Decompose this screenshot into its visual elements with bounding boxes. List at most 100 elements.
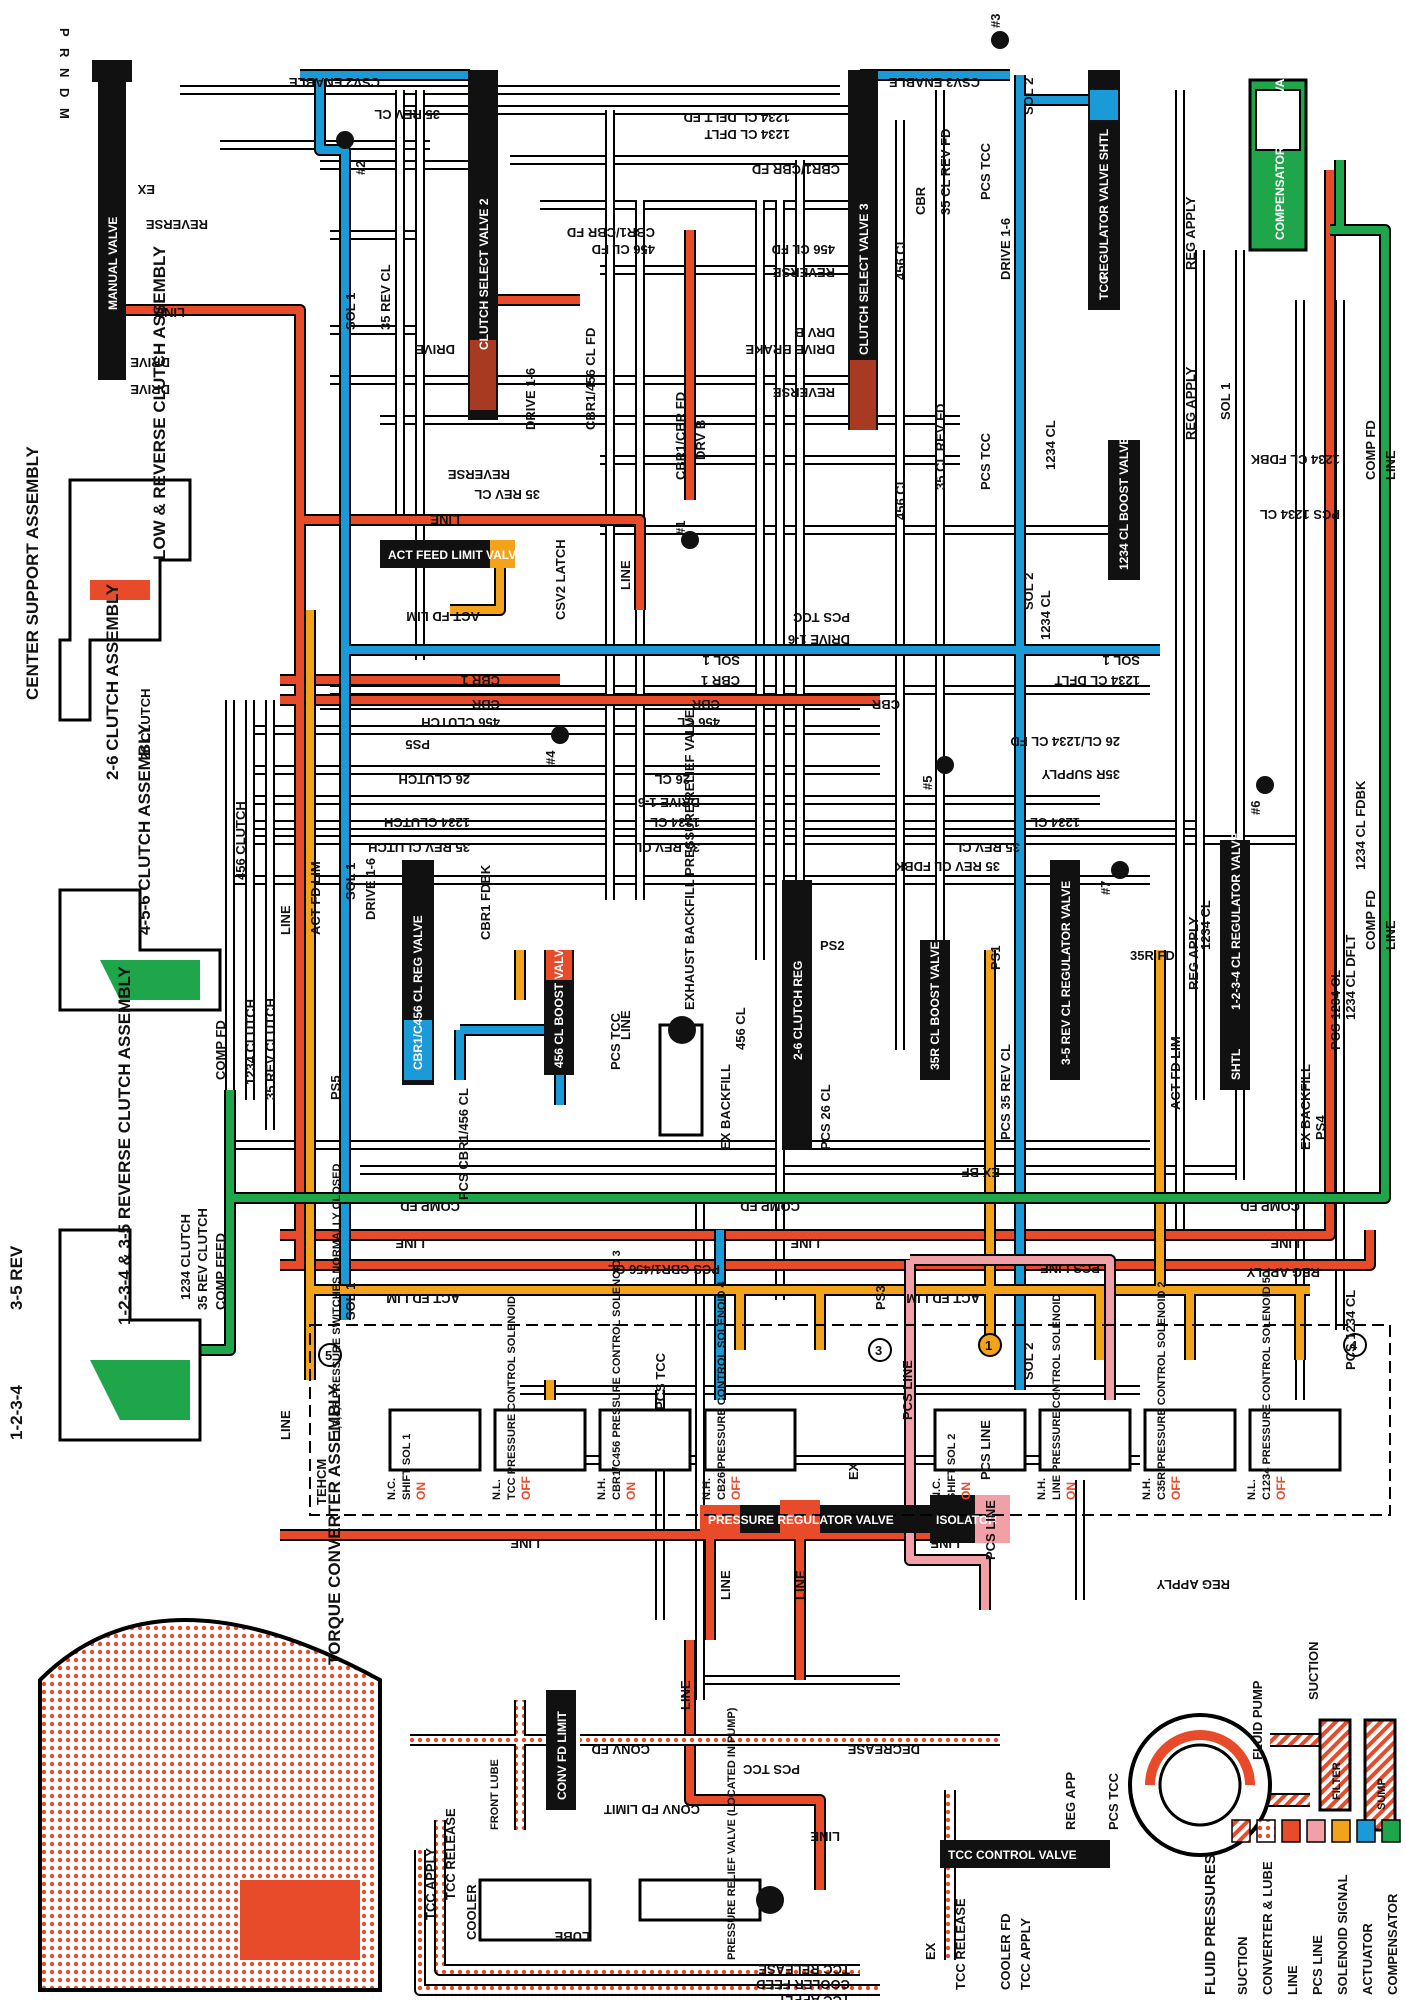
checkball-label-1: #1 [673, 521, 688, 535]
lbl-line-v2: LINE [1383, 920, 1398, 950]
manual-valve-handle[interactable] [92, 60, 132, 82]
reg-1234-valve[interactable] [1220, 840, 1250, 1090]
lbl-comp-fd-3: COMP FD [1240, 1199, 1300, 1214]
lbl-rev-cl-35: 35 REV CL [374, 107, 440, 122]
lbl-pcs-tcc: PCS TCC [792, 610, 850, 625]
solenoid-4-name: CB26 PRESSURE CONTROL SOLENOID 4 [716, 1281, 728, 1500]
solenoid-7-nc: N.H. [1141, 1478, 1153, 1500]
valve-bodies [92, 60, 1397, 1942]
lbl-1234-clutch-v2: 1234 CLUTCH [178, 1214, 193, 1300]
legend-item-suction: SUCTION [1235, 1937, 1250, 1996]
lbl-act-fd-lim-v2: ACT FD LIM [1168, 1036, 1183, 1110]
lbl-sol1-v4: SOL 1 [343, 1283, 358, 1320]
tcc-label: TCC [1097, 275, 1111, 300]
lbl-pcs-1234: PCS 1234 CL [1260, 507, 1340, 522]
lbl-drive-16-v: DRIVE 1-6 [998, 218, 1013, 280]
lbl-1234-cl-v3: 1234 CL [1043, 420, 1058, 470]
lbl-cl-dflt-2: 1234 CL DFLT [1054, 673, 1140, 688]
lbl-pcs-line-v2: PCS LINE [983, 1500, 998, 1560]
checkball-2 [336, 131, 354, 149]
lbl-35-cl-rev-fd-v2: 35 CL REV FD [933, 404, 948, 490]
csv3-label: CLUTCH SELECT VALVE 3 [857, 203, 871, 355]
c1234-label: 1-2-3-4 [7, 1385, 26, 1440]
exhaust-backfill-label: EXHAUST BACKFILL PRESSURE RELIEF VALVE [682, 709, 697, 1010]
legend-swatch-line [1281, 1819, 1301, 1843]
pressure-switch-markers [318, 1333, 1367, 1367]
lbl-cbr1-cbr-fd-v: CBR1/CBR FD [673, 392, 688, 480]
legend-item-solenoid: SOLENOID SIGNAL [1335, 1874, 1350, 1995]
legend-item-actuator: ACTUATOR [1360, 1923, 1375, 1995]
clutch-456-label: 4-5-6 CLUTCH ASSEMBLY [135, 723, 154, 935]
lbl-456-cl-v3: 456 CL [733, 1007, 748, 1050]
solenoid-5-name: SHIFT SOL 2 [946, 1434, 958, 1500]
rev-reg-35-valve[interactable] [1050, 860, 1080, 1080]
lbl-sol1-2: SOL 1 [1103, 653, 1140, 668]
lbl-pcs-cbr1-456: PCS CBR1/456 CL [608, 1262, 720, 1277]
lbl-line-v6: LINE [278, 1410, 293, 1440]
solenoid-6-name: LINE PRESSURE CONTROL SOLENOID [1051, 1294, 1063, 1500]
lbl-ex-bf: EX BF [962, 1165, 1000, 1180]
lbl-pcs-line-v3: PCS LINE [978, 1420, 993, 1480]
lbl-ex-tcc: EX [923, 1942, 938, 1960]
lbl-reg-apply-v3: REG APPLY [1186, 916, 1201, 990]
lbl-cbr-v: CBR [913, 186, 928, 215]
lbl-26-clutch: 26 CLUTCH [398, 772, 470, 787]
pressure-reg-label: PRESSURE REGULATOR VALVE [708, 1513, 894, 1527]
lbl-drive-16-v3: DRIVE 1-6 [363, 858, 378, 920]
range-m: M [57, 108, 72, 119]
boost-35r-valve[interactable] [920, 940, 950, 1080]
conv-fd-limit-valve[interactable] [546, 1690, 576, 1810]
clutch-reg-26-valve[interactable] [782, 880, 812, 1150]
center-support-label: CENTER SUPPORT ASSEMBLY [23, 446, 42, 700]
solenoid-5-state: ON [959, 1482, 973, 1500]
torque-converter-label: TORQUE CONVERTER ASSEMBLY [325, 1383, 344, 1665]
lbl-ps5-v: PS5 [328, 1075, 343, 1100]
pressure-relief-valve[interactable] [638, 1878, 762, 1922]
lbl-35-cl-rev-fd-v: 35 CL REV FD [938, 129, 953, 215]
solenoid-1-name: SHIFT SOL 1 [401, 1434, 413, 1500]
manual-valve[interactable] [98, 60, 126, 380]
lbl-35-rev-cl-3: 35 REV CL [474, 487, 540, 502]
checkball-3 [991, 31, 1009, 49]
checkball-6 [1256, 776, 1274, 794]
lbl-line-6: LINE [510, 1536, 540, 1551]
reg-1234-label: 1-2-3-4 CL REGULATOR VALVE [1229, 832, 1243, 1010]
lbl-line-v4: LINE [618, 1010, 633, 1040]
tehcm-label: TEHCM [314, 1459, 329, 1505]
lbl-tcc-release-v2: TCC RELEASE [953, 1898, 968, 1990]
lbl-pcs-cbr1-456-v: PCS CBR1/456 CL [456, 1088, 471, 1200]
lbl-cl-dflt: 1234 CL DFLT [704, 127, 790, 142]
switch-number-3: 3 [875, 1343, 882, 1358]
lbl-ex-backfill-v2: EX BACKFILL [718, 1064, 733, 1150]
lbl-456-cl-v2: 456 CL [893, 477, 908, 520]
boost-1234-valve[interactable] [1108, 440, 1140, 580]
solenoid-1-state: ON [414, 1482, 428, 1500]
checkball-label-4: #4 [543, 750, 558, 765]
lbl-pcs-1234-v2: PCS 1234 CL [1343, 1290, 1358, 1370]
lbl-sol1-v2: SOL 1 [1218, 383, 1233, 420]
lbl-cl-dflt-fd: 1234 CL DFLT FD [684, 110, 790, 125]
solenoid-4-nc: N.H. [701, 1478, 713, 1500]
lbl-1234-cl-v: 1234 CL [1038, 590, 1053, 640]
sump [1363, 1718, 1397, 1832]
solenoid-6-state: ON [1064, 1482, 1078, 1500]
lbl-cooler-feed: COOLER FEED [756, 1977, 850, 1992]
tcc-control-label: TCC CONTROL VALVE [948, 1848, 1077, 1862]
lbl-1234-fdbk-v: 1234 CL FDBK [1353, 780, 1368, 870]
lbl-pcs-1234-v: PCS 1234 CL [1328, 970, 1343, 1050]
lbl-1234-cl: 1234 CL [650, 815, 700, 830]
compensator-passages [190, 160, 1391, 1356]
lbl-cbr-3: CBR [871, 697, 900, 712]
act-feed-limit-valve[interactable] [380, 540, 510, 568]
rotated-labels: P R N D M CENTER SUPPORT ASSEMBLY LOW & … [7, 14, 1400, 2000]
lbl-ps2: PS2 [820, 938, 845, 953]
lbl-line-8: LINE [810, 1829, 840, 1844]
tcc-control-valve[interactable] [940, 1840, 1110, 1868]
solenoid-7-name: C35R PRESSURE CONTROL SOLENOID 2 [1156, 1281, 1168, 1500]
lbl-35revcl-v: 35 REV CL [378, 264, 393, 330]
lbl-pcs-tcc-2: PCS TCC [742, 1762, 800, 1777]
lbl-drive-brake: DRIVE BRAKE [745, 342, 835, 357]
isolator-label: ISOLATOR [936, 1513, 997, 1527]
